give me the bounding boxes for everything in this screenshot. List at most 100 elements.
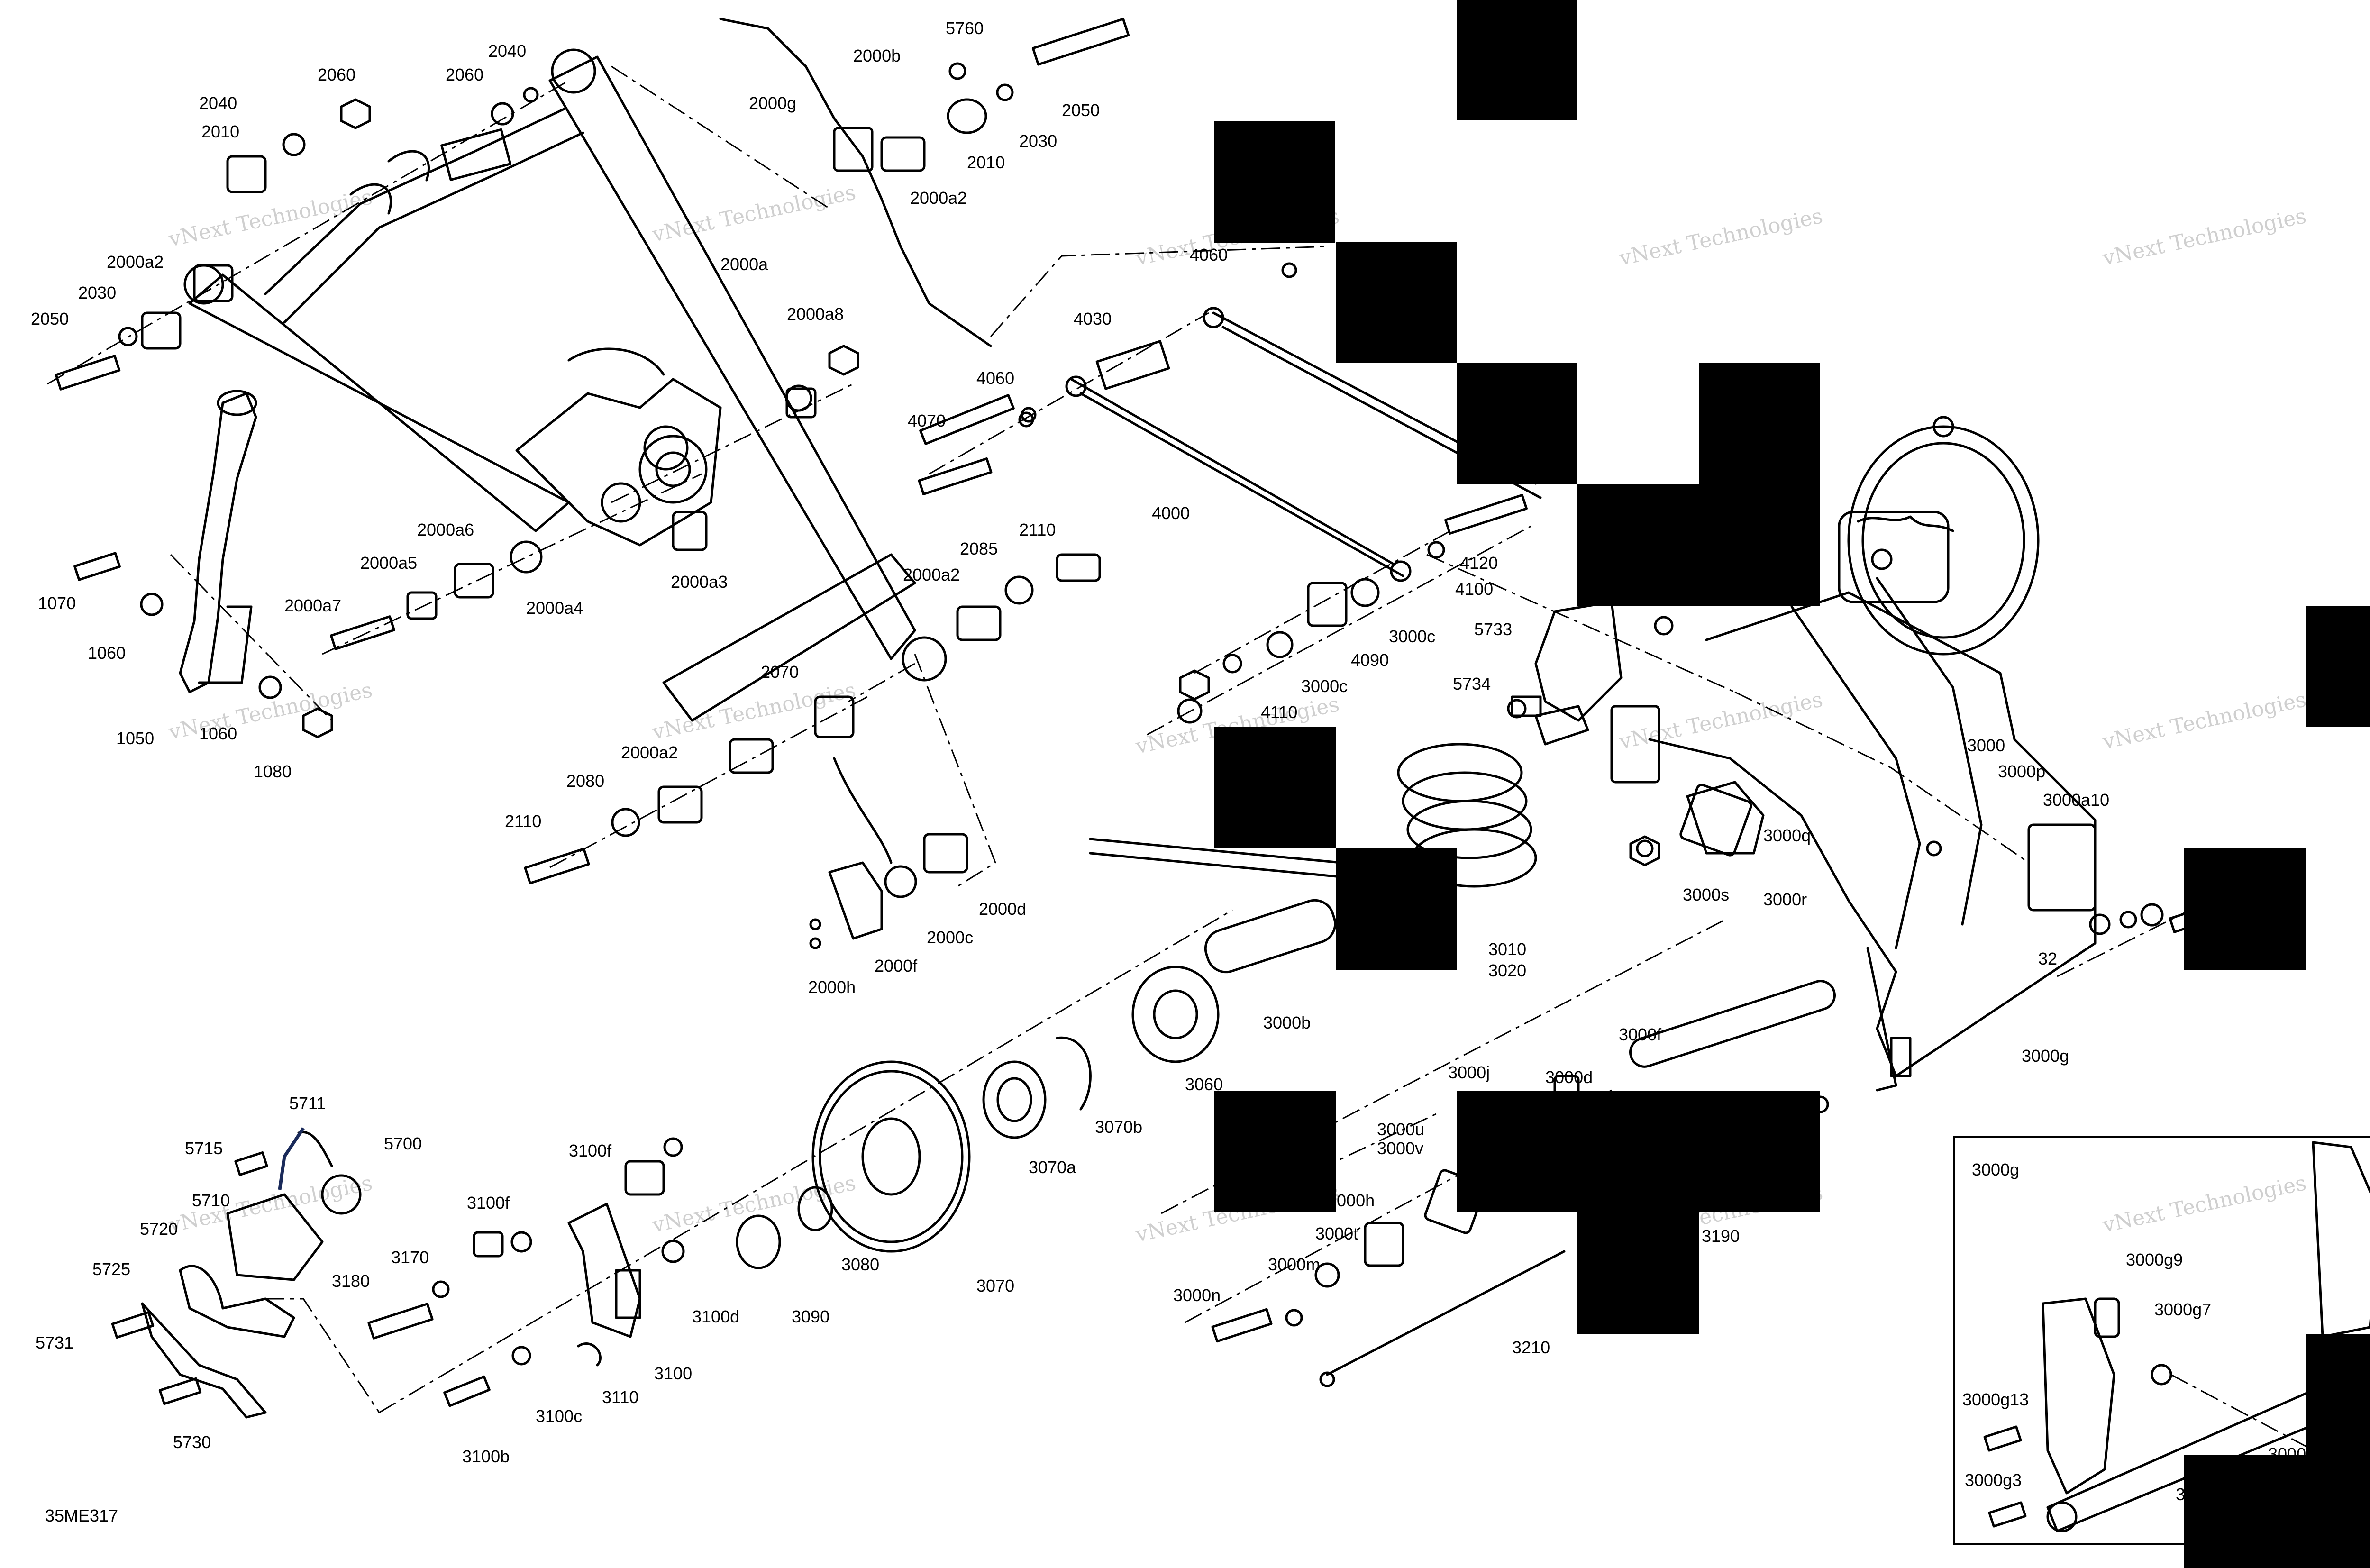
part-number-label: 3000r [1763,890,1807,909]
part-number-label: 4000 [1152,503,1190,523]
part-number-label: 3000g [2022,1046,2069,1066]
part-number-label: 3100 [654,1364,692,1383]
watermark: vNext Technologies [2100,687,2308,754]
part-number-label: 2085 [960,539,998,558]
part-number-label: 3090 [792,1307,830,1326]
part-number-label: 2010 [967,153,1005,172]
part-number-label: 2000c [927,928,973,947]
part-number-label: 3170 [391,1248,429,1267]
watermark: vNext Technologies [2100,1171,2308,1238]
part-number-label: 5720 [140,1219,178,1239]
part-number-label: 2040 [199,93,237,113]
part-number-label: 4090 [1351,650,1389,670]
part-number-label: 5760 [946,18,984,38]
part-number-label: 3000f [1619,1025,1662,1044]
part-number-label: 3080 [841,1255,879,1274]
part-number-label: 3000v [1377,1139,1423,1158]
center-lines [47,65,2228,1413]
svg-text:vNext Technologies: vNext Technologies [650,180,858,247]
part-number-label: 5711 [289,1094,326,1113]
part-number-label: 2060 [446,65,483,84]
part-number-label: 1070 [38,593,76,613]
watermark: vNext Technologies [166,185,374,252]
part-number-label: 4120 [1460,553,1498,573]
part-number-label: 3000b [1263,1013,1311,1032]
part-number-label: 3100c [536,1406,582,1426]
part-number-label: 5715 [185,1139,223,1158]
upper-hardware [55,18,1130,650]
part-number-label: 2000a2 [621,743,678,762]
watermark: vNext Technologies [1617,204,1825,271]
svg-text:vNext Technologies: vNext Technologies [2100,1171,2308,1238]
part-number-label: 2000a7 [284,596,341,615]
part-number-label: 3070b [1095,1117,1142,1137]
watermarks: vNext Technologies vNext Technologies vN… [166,180,2308,1247]
sensor-bracket-assembly [111,1127,362,1419]
part-number-label: 3 [2176,1485,2185,1504]
part-number-label: 2000b [853,46,901,65]
part-number-label: 3000h [1327,1191,1375,1210]
part-number-label: 2060 [318,65,356,84]
part-number-label: 2000d [979,899,1026,919]
part-number-label: 4060 [976,368,1014,388]
part-number-label: 4110 [1261,702,1297,722]
part-number-label: 3000g3 [1965,1470,2022,1490]
part-number-label: 5700 [384,1134,422,1153]
part-number-label: 1080 [254,762,292,781]
left-pedal-assembly [73,390,333,738]
part-number-label: 2040 [488,41,526,61]
part-number-label: 2000a2 [107,252,164,272]
part-number-label: 2050 [1062,100,1100,120]
part-number-label: 3070a [1029,1158,1076,1177]
part-number-label: 1060 [199,724,237,743]
part-number-label: 3000 [2268,1444,2306,1464]
part-number-label: 5733 [1474,620,1512,639]
part-number-label: 5725 [92,1259,130,1279]
part-number-label: 3060 [1185,1075,1223,1094]
part-number-label: 2000a5 [360,553,417,573]
redaction-blocks [1214,0,2370,1568]
part-number-label: 3010 [1488,939,1526,959]
svg-text:vNext Technologies: vNext Technologies [650,678,858,745]
part-number-label: 3000p [1998,762,2045,781]
part-number-label: 3100b [462,1447,510,1466]
detail-inset: 3000g [1953,1136,2370,1545]
part-number-label: 2010 [201,122,239,141]
part-number-label: 2030 [1019,131,1057,151]
part-number-label: 2110 [505,811,541,831]
svg-text:vNext Technologies: vNext Technologies [166,185,374,252]
upper-arm-assembly [183,48,947,722]
part-number-label: 2000a [720,255,768,274]
part-number-label: 3100d [692,1307,739,1326]
part-number-label: 2000g [749,93,796,113]
part-number-label: 2000f [875,956,918,975]
part-number-label: 4030 [1074,309,1112,328]
part-number-label: 4070 [908,411,946,430]
part-number-label: 2080 [566,771,604,791]
part-number-label: 3000 [1967,736,2005,755]
part-number-label: 2000h [808,977,856,997]
part-number-label: 1050 [116,729,154,748]
part-number-label: 3000c [1301,676,1348,696]
rear-frame-assembly [1534,416,2225,1092]
watermark: vNext Technologies [1617,687,1825,754]
part-number-label: 3000s [1683,885,1729,904]
part-number-label: 3000a10 [2043,790,2109,810]
watermark: vNext Technologies [2100,204,2308,271]
part-number-label: 5730 [173,1432,211,1452]
part-number-label: 3000m [1268,1255,1320,1274]
part-number-label: 2110 [1019,520,1056,539]
part-number-label: 3000g9 [2126,1250,2183,1269]
part-number-label: 2070 [761,662,799,682]
part-number-label: 3000g13 [1962,1390,2029,1409]
part-number-label: 2000a4 [526,598,583,618]
part-number-label: 3100f [569,1141,612,1160]
part-number-label: 2000a6 [417,520,474,539]
part-number-label: 3100f [467,1193,510,1212]
part-number-label: 4100 [1455,579,1493,599]
part-number-label: 5731 [36,1333,73,1352]
part-number-label: 3020 [1488,961,1526,980]
part-number-label: 5710 [192,1191,230,1210]
part-number-label: 2030 [78,283,116,302]
